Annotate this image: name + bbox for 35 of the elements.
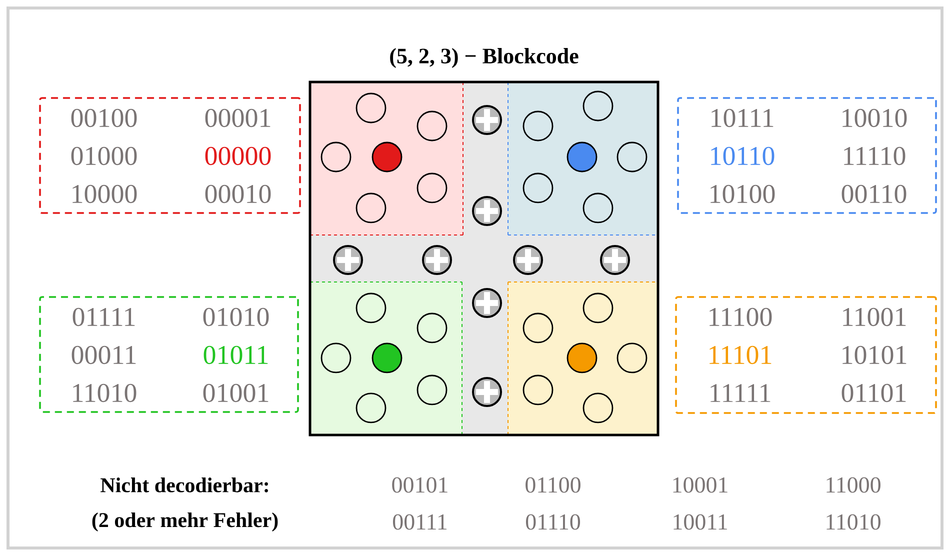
codeword: 01111 [72,308,135,326]
codeword: 00101 [392,477,448,493]
codeword: 10001 [673,477,728,493]
codeword: 10100 [710,184,775,204]
note: (2 oder mehr Fehler) [92,512,278,532]
codeword: 11101 [710,346,772,364]
codeword: 10101 [842,346,906,364]
codeword: 00010 [205,184,271,204]
codeword: 11100 [710,308,772,326]
codeword: 10011 [674,514,727,530]
codeword: 01110 [526,514,580,530]
codeword: 01001 [203,384,268,402]
codeword: 11010 [73,384,136,402]
codeword: 01011 [204,346,268,364]
codeword: 00111 [393,514,447,530]
codeword: 11110 [844,146,906,166]
codeword: 00110 [842,184,906,204]
codeword: 00001 [205,108,270,128]
codeword: 11000 [826,477,880,493]
codeword: 01010 [203,308,269,326]
codeword: 10110 [711,146,774,166]
note: Nicht decodierbar: [100,478,268,492]
codeword: 11001 [843,308,906,326]
codeword: 11111 [710,384,770,402]
codeword: 00011 [72,346,136,364]
codeword: 10000 [72,184,137,204]
codeword: 01101 [842,384,906,402]
codeword: 00100 [71,108,137,128]
codeword: 10010 [842,108,907,128]
codeword: 11010 [826,514,880,530]
codeword: 01000 [71,146,137,166]
codeword: 10111 [712,108,774,128]
title: (5, 2, 3) − Blockcode [390,48,578,68]
codeword: 00000 [205,146,271,166]
codeword: 01100 [526,477,580,493]
